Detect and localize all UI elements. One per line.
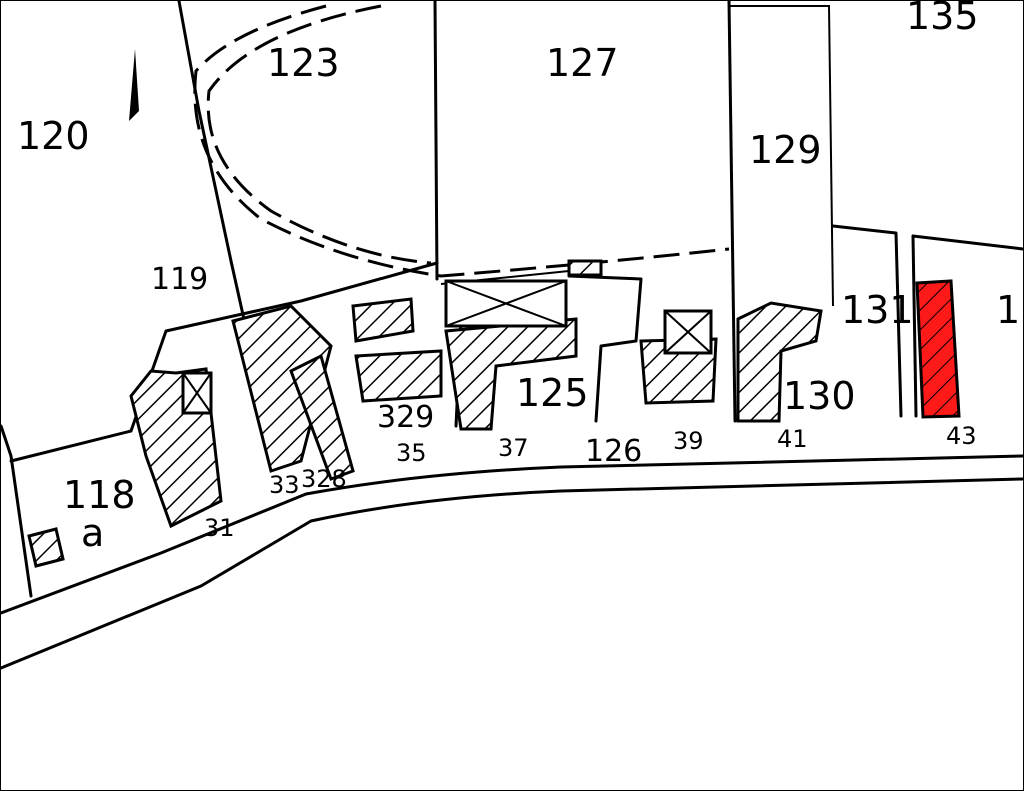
parcel-label-135: 135 bbox=[906, 1, 979, 38]
parcel-label-125: 125 bbox=[516, 371, 589, 415]
parcel-label-119: 119 bbox=[151, 262, 208, 297]
parcel-label-33: 33 bbox=[269, 471, 300, 499]
parcel-label-118a: a bbox=[81, 511, 104, 555]
parcel-label-129: 129 bbox=[749, 128, 822, 172]
parcel-label-120: 120 bbox=[17, 114, 90, 158]
parcel-label-126: 126 bbox=[585, 434, 642, 469]
house-number: 37 bbox=[498, 434, 529, 462]
parcel-label-13x: 13 bbox=[996, 288, 1023, 332]
parcel-label-329: 329 bbox=[377, 400, 434, 435]
parcel-label-127: 127 bbox=[546, 41, 619, 85]
road bbox=[1, 454, 1023, 670]
house-number: 35 bbox=[396, 439, 427, 467]
house-number: 43 bbox=[946, 422, 977, 450]
house-number: 41 bbox=[777, 425, 808, 453]
buildings bbox=[27, 259, 961, 568]
parcel-label-328: 328 bbox=[301, 465, 347, 493]
parcel-label-131: 131 bbox=[841, 288, 914, 332]
highlighted-building bbox=[915, 279, 961, 419]
parcel-label-118: 118 bbox=[63, 473, 136, 517]
dashed-track bbox=[193, 4, 730, 278]
parcel-label-130: 130 bbox=[783, 374, 856, 418]
north-arrow-icon bbox=[129, 49, 139, 121]
parcel-labels: 120 123 127 129 135 119 131 13 125 130 3… bbox=[17, 1, 1023, 555]
house-numbers: 31 35 37 39 41 43 bbox=[204, 422, 977, 542]
house-number: 39 bbox=[673, 427, 704, 455]
house-number: 31 bbox=[204, 514, 235, 542]
parcel-label-123: 123 bbox=[267, 41, 340, 85]
